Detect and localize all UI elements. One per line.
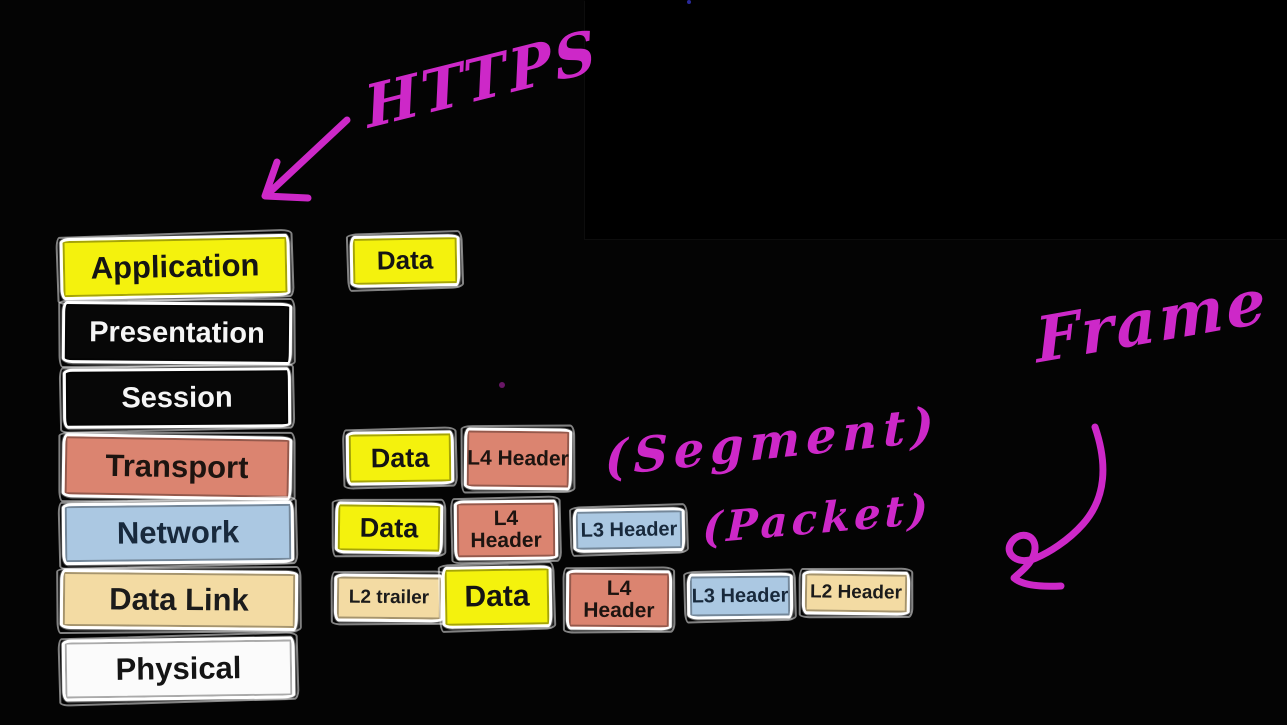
datalink-data-box: Data bbox=[441, 565, 553, 629]
https-arrow bbox=[261, 116, 351, 202]
box-label: L4 Header bbox=[470, 506, 542, 553]
osi-layer-label: Session bbox=[121, 381, 233, 415]
osi-layer-label: Presentation bbox=[89, 316, 265, 350]
osi-layer-label: Transport bbox=[105, 447, 249, 485]
datalink-l2-trailer-box: L2 trailer bbox=[333, 573, 445, 623]
box-label: Data bbox=[370, 442, 430, 474]
transport-data-box: Data bbox=[345, 430, 455, 486]
frame-label: Frame bbox=[1033, 263, 1271, 378]
network-l4-header-box: L4 Header bbox=[453, 499, 559, 561]
application-data-box: Data bbox=[349, 234, 461, 288]
osi-layer-label: Application bbox=[90, 247, 260, 286]
datalink-l2-header-box: L2 Header bbox=[801, 570, 911, 616]
osi-layer-label: Physical bbox=[115, 649, 242, 687]
transport-l4-header-box: L4 Header bbox=[463, 427, 573, 491]
box-label: L4 Header bbox=[583, 576, 655, 623]
osi-layer-physical: Physical bbox=[61, 636, 296, 702]
osi-layer-label: Data Link bbox=[109, 581, 249, 618]
osi-layer-application: Application bbox=[59, 233, 291, 301]
box-label: Data bbox=[359, 512, 419, 544]
black-overlay-region bbox=[585, 0, 1287, 239]
stray-ink-dot bbox=[499, 382, 505, 388]
box-label: L4 Header bbox=[467, 446, 569, 471]
segment-label: (Segment) bbox=[604, 396, 940, 488]
network-data-box: Data bbox=[334, 501, 444, 555]
box-label: L3 Header bbox=[691, 583, 789, 608]
box-label: Data bbox=[376, 244, 434, 276]
osi-layer-network: Network bbox=[61, 500, 295, 566]
https-label: HTTPS bbox=[360, 16, 603, 142]
box-label: L2 trailer bbox=[348, 586, 430, 609]
box-label: L2 Header bbox=[809, 581, 903, 604]
datalink-l3-header-box: L3 Header bbox=[686, 572, 794, 620]
packet-label: (Packet) bbox=[702, 483, 933, 554]
box-label: L3 Header bbox=[580, 517, 678, 542]
osi-layer-label: Network bbox=[116, 514, 240, 551]
osi-layer-session: Session bbox=[62, 367, 292, 429]
box-label: Data bbox=[464, 579, 530, 614]
datalink-l4-header-box: L4 Header bbox=[565, 569, 673, 631]
osi-layer-datalink: Data Link bbox=[59, 568, 299, 632]
osi-layer-presentation: Presentation bbox=[61, 300, 293, 366]
network-l3-header-box: L3 Header bbox=[572, 507, 686, 553]
osi-layer-transport: Transport bbox=[61, 433, 293, 501]
frame-arrow bbox=[1005, 423, 1107, 590]
